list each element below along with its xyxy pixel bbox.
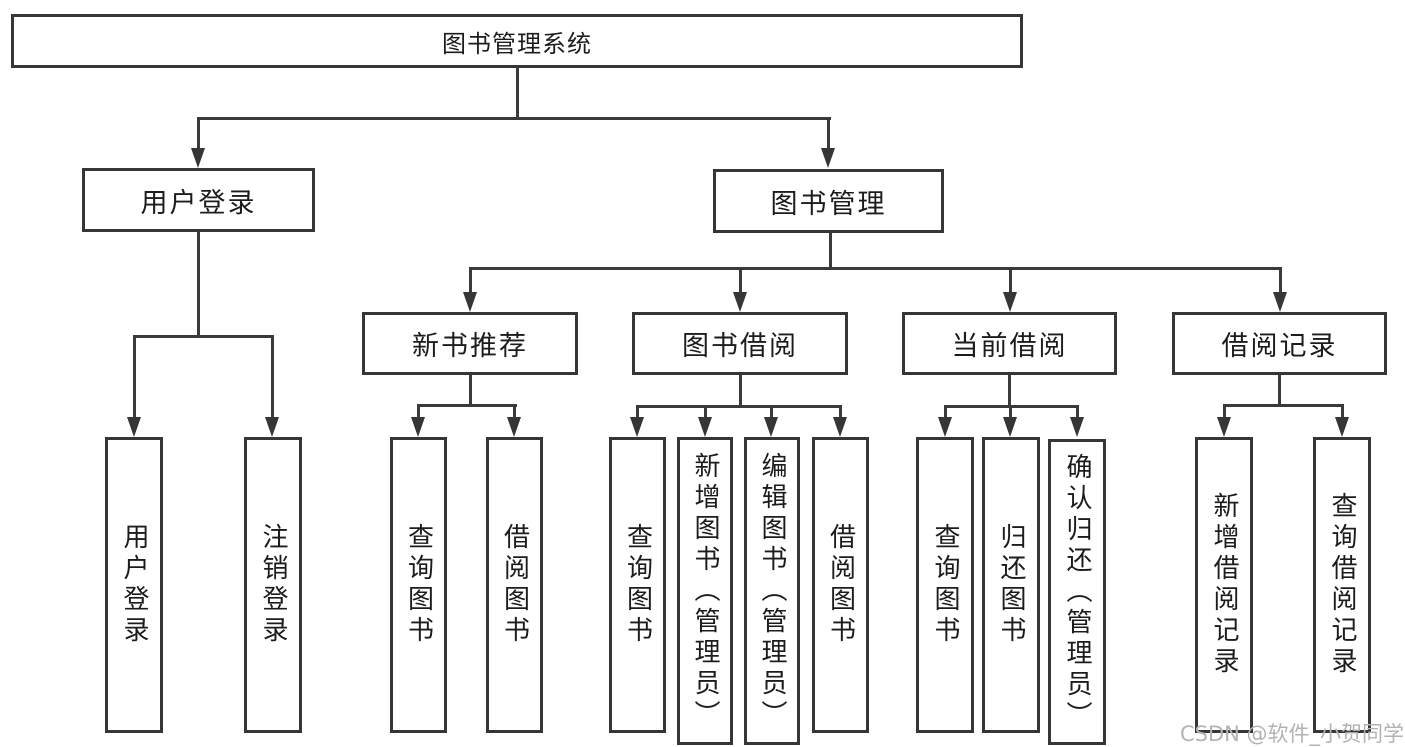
leaf-query-books-current: 查询图书 [916,437,974,733]
connector-line [704,405,707,417]
leaf-user-login: 用户登录 [105,437,163,733]
connector-line [739,375,742,408]
arrow-down [507,417,521,437]
leaf-label: 查询图书 [930,523,960,647]
connector-line [197,232,200,338]
connector-line [133,335,274,338]
leaf-logout: 注销登录 [244,437,302,733]
node-book-management: 图书管理 [713,169,944,233]
leaf-label: 注销登录 [258,523,288,647]
arrow-down [1003,292,1017,312]
leaf-label: 查询图书 [403,523,434,647]
arrow-down [630,417,644,437]
leaf-borrow-books-recommend: 借阅图书 [486,437,543,733]
connector-line [739,267,742,292]
node-book-borrow: 图书借阅 [632,312,848,375]
leaf-query-borrow-record: 查询借阅记录 [1313,437,1371,733]
arrow-down [1003,417,1017,437]
connector-line [1076,405,1079,417]
connector-line [417,404,420,417]
connector-line [469,267,1282,270]
leaf-add-borrow-record: 新增借阅记录 [1195,437,1253,733]
arrow-down [463,292,477,312]
connector-line [827,117,830,148]
connector-line [133,335,136,417]
arrow-down [191,148,205,168]
arrow-down [833,417,847,437]
connector-line [829,233,832,270]
connector-line [197,117,200,148]
leaf-label: 归还图书 [996,523,1026,647]
node-new-book-recommend: 新书推荐 [362,312,578,375]
connector-line [1223,404,1226,417]
connector-line [469,267,472,292]
arrow-down [733,292,747,312]
arrow-down [1335,417,1349,437]
arrow-down [821,148,835,168]
leaf-label: 查询借阅记录 [1327,492,1357,678]
csdn-watermark: CSDN @软件_小贺同学 [1180,722,1405,746]
connector-line [770,405,773,417]
node-current-borrow: 当前借阅 [902,312,1117,375]
arrow-down [411,417,425,437]
connector-line [1009,405,1012,417]
connector-line [1223,404,1343,407]
connector-line [513,404,516,417]
leaf-query-books-borrow: 查询图书 [609,437,666,733]
arrow-down [127,417,141,437]
node-library-management-system: 图书管理系统 [11,14,1023,68]
connector-line [197,117,831,120]
leaf-label: 查询图书 [622,523,653,647]
arrow-down [1273,292,1287,312]
leaf-label: 新增图书（管理员） [690,451,720,731]
connector-line [1008,375,1011,408]
connector-line [271,335,274,417]
connector-line [516,68,519,120]
connector-line [839,405,842,417]
leaf-label: 借阅图书 [499,523,530,647]
leaf-query-books-recommend: 查询图书 [390,437,447,733]
connector-line [469,375,472,406]
connector-line [1341,404,1344,417]
leaf-label: 借阅图书 [825,523,856,647]
leaf-label: 用户登录 [119,523,149,647]
leaf-add-book-admin: 新增图书（管理员） [677,437,733,745]
leaf-label: 确认归还（管理员） [1062,452,1092,732]
leaf-label: 新增借阅记录 [1209,492,1239,678]
leaf-return-book: 归还图书 [982,437,1040,733]
node-user-login: 用户登录 [82,168,315,232]
arrow-down [265,417,279,437]
leaf-label: 编辑图书（管理员） [757,451,787,731]
connector-line [636,405,639,417]
arrow-down [698,417,712,437]
connector-line [1278,375,1281,406]
arrow-down [1070,417,1084,437]
leaf-confirm-return-admin: 确认归还（管理员） [1048,439,1106,745]
connector-line [636,405,842,408]
leaf-edit-book-admin: 编辑图书（管理员） [744,437,800,745]
arrow-down [764,417,778,437]
arrow-down [938,417,952,437]
node-borrow-records: 借阅记录 [1172,312,1387,375]
leaf-borrow-books: 借阅图书 [812,437,869,733]
connector-line [944,405,947,417]
connector-line [417,404,517,407]
arrow-down [1217,417,1231,437]
connector-line [1009,267,1012,292]
connector-line [1279,267,1282,292]
